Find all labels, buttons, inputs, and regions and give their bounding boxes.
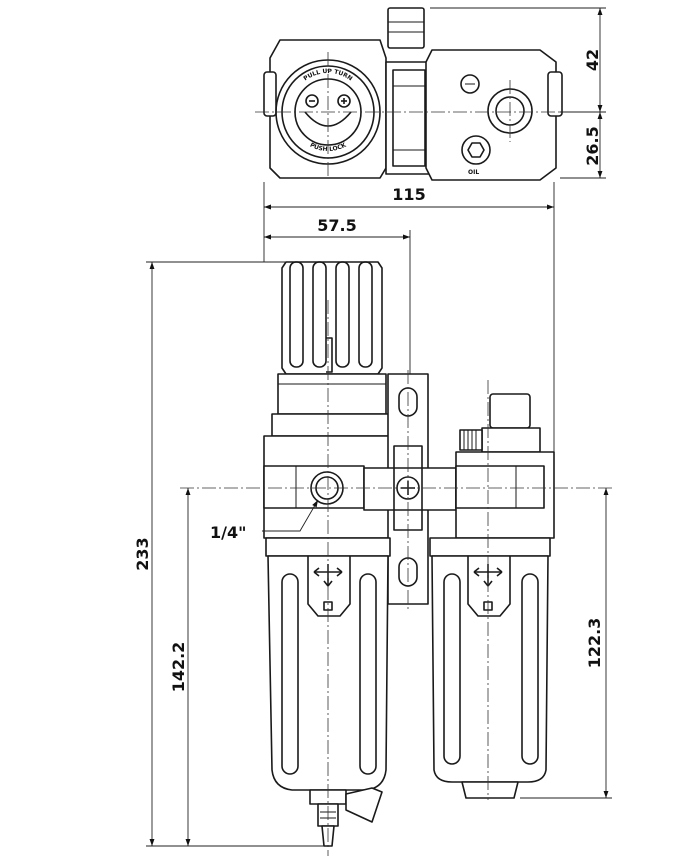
knob-minus-dot (305, 94, 319, 108)
dim-26-5: 26.5 (583, 126, 602, 165)
knob-plus-dot (337, 94, 351, 108)
dim-142-2: 142.2 (169, 642, 188, 693)
top-left-port-boss (263, 71, 277, 117)
port-size-label: 1/4" (210, 523, 246, 542)
lubricator-lock-tab (483, 601, 493, 611)
regulator-port-band (263, 465, 365, 509)
top-hex-screw-icon (467, 142, 485, 158)
lubricator-bowl-lock (467, 556, 511, 617)
dim-122-3: 122.3 (585, 618, 604, 669)
lubricator-port-band (455, 465, 545, 509)
filter-lock-arrows-icon (313, 567, 343, 587)
dim-42: 42 (583, 49, 602, 71)
regulator-bonnet (277, 373, 387, 415)
lubricator-lock-arrows-icon (473, 567, 503, 587)
top-gauge-stem (387, 7, 425, 49)
drain-valve-handle (345, 787, 383, 823)
oil-adjust-knob (459, 429, 483, 451)
top-lubricator-body (425, 49, 557, 181)
top-drip-dome (461, 135, 491, 165)
lubricator-bowl-base (461, 781, 519, 799)
dimension-labels: 42 26.5 115 57.5 233 142.2 122.3 1/4" (133, 49, 604, 692)
dim-233: 233 (133, 537, 152, 570)
lubricator-bowl-ring (429, 537, 551, 557)
top-right-port-boss (547, 71, 563, 117)
top-fill-plug (460, 74, 480, 94)
dimension-lines (146, 7, 612, 847)
lubricator-cap (481, 427, 541, 453)
knob-lock-slot (326, 337, 333, 373)
oil-fill-plug (489, 393, 531, 429)
connector-clamp (363, 467, 457, 511)
filter-bowl-lock (307, 556, 351, 617)
top-view: PULL UP TURN PUSH LOCK OIL (255, 7, 563, 181)
oil-marking: OIL (468, 169, 479, 176)
dim-57-5: 57.5 (317, 216, 356, 235)
dim-115: 115 (392, 185, 425, 204)
filter-lock-tab (323, 601, 333, 611)
top-connector-inner (392, 69, 426, 167)
front-view (180, 261, 612, 856)
lubricator-bowl (431, 555, 549, 783)
regulator-collar (271, 413, 391, 437)
